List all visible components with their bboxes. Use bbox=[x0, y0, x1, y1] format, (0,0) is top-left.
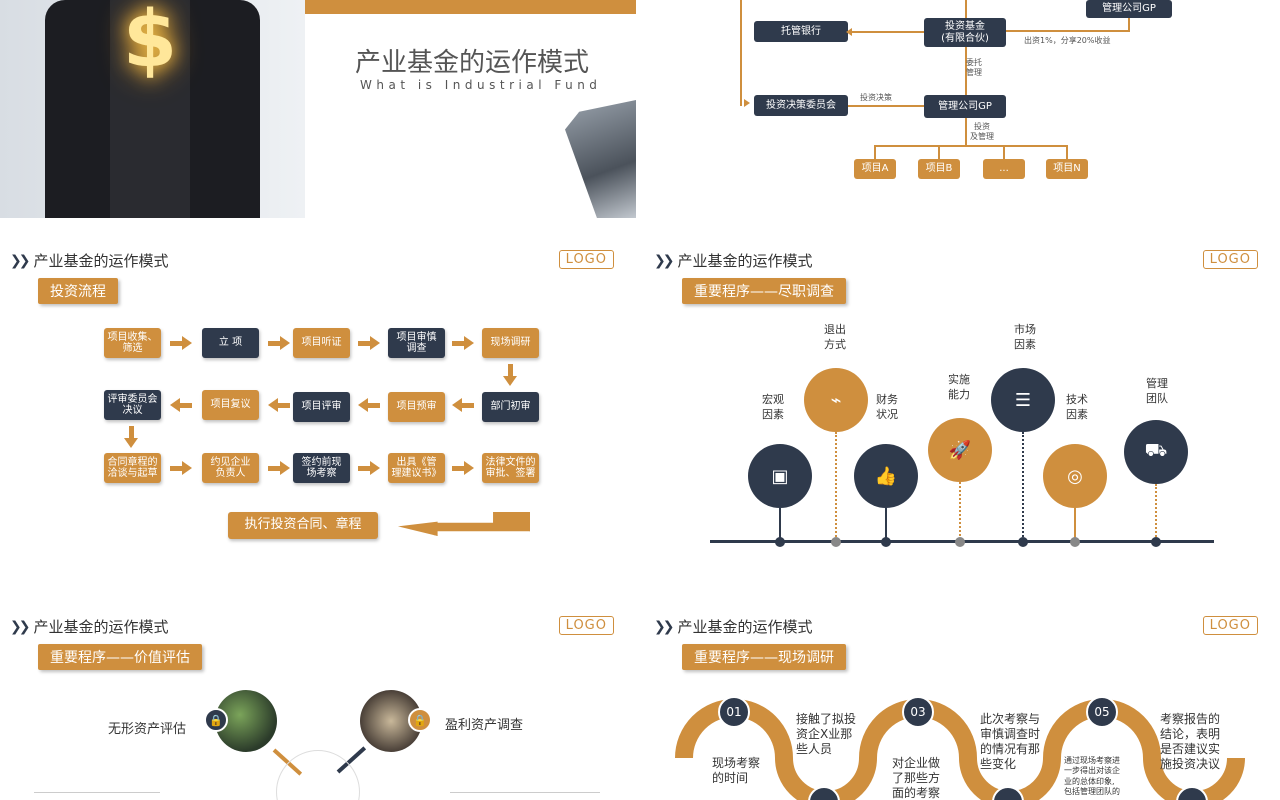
flow-step: 出具《管 理建议书》 bbox=[388, 453, 445, 483]
step-text: 此次考察与 审慎调查时 的情况有那 些变化 bbox=[980, 712, 1041, 771]
flow-step: 项目预审 bbox=[388, 392, 445, 422]
logo: LOGO bbox=[558, 616, 614, 635]
satellite-icon: ⌁ bbox=[804, 368, 868, 432]
thumbs-up-icon: 👍 bbox=[854, 444, 918, 508]
section-tag: 投资流程 bbox=[38, 278, 118, 304]
disc-icon: ◎ bbox=[1043, 444, 1107, 508]
title-slide: $ 产业基金的运作模式 What is Industrial Fund bbox=[0, 0, 636, 218]
truck-icon: ⛟ bbox=[1124, 420, 1188, 484]
left-label: 无形资产评估 bbox=[108, 722, 187, 737]
fund-box: 投资基金 (有限合伙) bbox=[924, 18, 1006, 47]
dollar-icon: $ bbox=[122, 0, 178, 85]
database-icon: ☰ bbox=[991, 368, 1055, 432]
step-badge: 05 bbox=[1086, 696, 1118, 728]
gp-box: 管理公司GP bbox=[924, 95, 1006, 118]
image-icon: ▣ bbox=[748, 444, 812, 508]
gp-company-top-box: 管理公司GP bbox=[1086, 0, 1172, 18]
project-n-box: 项目N bbox=[1046, 159, 1088, 179]
flow-step: 约见企业 负责人 bbox=[202, 453, 259, 483]
step-text: 对企业做 了那些方 面的考察 bbox=[892, 756, 941, 800]
project-b-box: 项目B bbox=[918, 159, 960, 179]
flow-step: 部门初审 bbox=[482, 392, 539, 422]
businessman-photo: $ bbox=[0, 0, 305, 218]
slide-header: ❯❯产业基金的运作模式 bbox=[654, 252, 813, 270]
building-image bbox=[565, 100, 636, 218]
lock-icon: 🔒 bbox=[204, 708, 228, 732]
flow-step: 项目收集、 筛选 bbox=[104, 328, 161, 358]
step-text: 考察报告的 结论，表明 是否建议实 施投资决议 bbox=[1160, 712, 1221, 771]
factor-label: 实施 能力 bbox=[948, 373, 970, 402]
step-badge: 03 bbox=[902, 696, 934, 728]
step-text: 通过现场考察进 一步得出对该企 业的总体印象, 包括管理团队的 bbox=[1064, 756, 1120, 797]
project-more-box: ... bbox=[983, 159, 1025, 179]
survey-slide: ❯❯产业基金的运作模式 LOGO 重要程序——现场调研 01 03 05 现场考… bbox=[644, 598, 1280, 800]
project-a-box: 项目A bbox=[854, 159, 896, 179]
section-tag: 重要程序——现场调研 bbox=[682, 644, 846, 670]
slide-title: 产业基金的运作模式 bbox=[355, 48, 590, 78]
flow-step: 项目复议 bbox=[202, 390, 259, 420]
logo: LOGO bbox=[558, 250, 614, 269]
flow-step: 评审委员会 决议 bbox=[104, 390, 161, 420]
step-text: 现场考察 的时间 bbox=[712, 756, 761, 785]
committee-box: 投资决策委员会 bbox=[754, 95, 848, 116]
flow-step: 项目听证 bbox=[293, 328, 350, 358]
step-text: 接触了拟投 资企X业那 些人员 bbox=[796, 712, 857, 756]
value-slide: ❯❯产业基金的运作模式 LOGO 重要程序——价值评估 无形资产评估 🔒 🔒 盈… bbox=[0, 598, 636, 800]
final-step: 执行投资合同、章程 bbox=[228, 512, 378, 539]
factor-label: 宏观 因素 bbox=[762, 393, 784, 422]
flow-step: 立 项 bbox=[202, 328, 259, 358]
factor-label: 退出 方式 bbox=[824, 323, 846, 352]
double-chevron-icon: ❯❯ bbox=[654, 618, 675, 635]
entrust-label: 委托 管理 bbox=[966, 58, 982, 77]
decision-label: 投资决策 bbox=[860, 93, 892, 102]
logo: LOGO bbox=[1202, 250, 1258, 269]
flow-slide: ❯❯产业基金的运作模式 LOGO 投资流程 项目收集、 筛选 立 项 项目听证 … bbox=[0, 232, 636, 572]
step-badge: 01 bbox=[718, 696, 750, 728]
factor-label: 技术 因素 bbox=[1066, 393, 1088, 422]
slide-subtitle: What is Industrial Fund bbox=[360, 78, 602, 92]
center-circle bbox=[276, 750, 360, 800]
title-bar bbox=[305, 0, 636, 14]
flow-step: 现场调研 bbox=[482, 328, 539, 358]
factor-label: 管理 团队 bbox=[1146, 377, 1168, 406]
lock-icon: 🔒 bbox=[408, 708, 432, 732]
double-chevron-icon: ❯❯ bbox=[10, 618, 31, 635]
factor-label: 市场 因素 bbox=[1014, 323, 1036, 352]
org-chart-slide: 管理公司GP 出资1%，分享20%收益 托管银行 投资基金 (有限合伙) 委托 … bbox=[644, 0, 1280, 218]
return-arrow bbox=[398, 512, 530, 536]
double-chevron-icon: ❯❯ bbox=[654, 252, 675, 269]
slide-header: ❯❯产业基金的运作模式 bbox=[10, 618, 169, 636]
section-tag: 重要程序——价值评估 bbox=[38, 644, 202, 670]
double-chevron-icon: ❯❯ bbox=[10, 252, 31, 269]
slide-header: ❯❯产业基金的运作模式 bbox=[654, 618, 813, 636]
flow-step: 项目审慎 调查 bbox=[388, 328, 445, 358]
flow-step: 法律文件的 审批、签署 bbox=[482, 453, 539, 483]
wave-path bbox=[675, 699, 1245, 800]
logo: LOGO bbox=[1202, 616, 1258, 635]
flow-step: 项目评审 bbox=[293, 392, 350, 422]
right-label: 盈利资产调查 bbox=[445, 718, 524, 733]
flow-step: 合同章程的 洽谈与起草 bbox=[104, 453, 161, 483]
invest-manage-label: 投资 及管理 bbox=[970, 122, 994, 141]
trust-bank-box: 托管银行 bbox=[754, 21, 848, 42]
rocket-icon: 🚀 bbox=[928, 418, 992, 482]
section-tag: 重要程序——尽职调查 bbox=[682, 278, 846, 304]
due-diligence-slide: ❯❯产业基金的运作模式 LOGO 重要程序——尽职调查 宏观 因素 ▣ 退出 方… bbox=[644, 232, 1280, 572]
slide-header: ❯❯产业基金的运作模式 bbox=[10, 252, 169, 270]
factor-label: 财务 状况 bbox=[876, 393, 898, 422]
invest-note: 出资1%，分享20%收益 bbox=[1024, 36, 1111, 45]
flow-step: 签约前现 场考察 bbox=[293, 453, 350, 483]
